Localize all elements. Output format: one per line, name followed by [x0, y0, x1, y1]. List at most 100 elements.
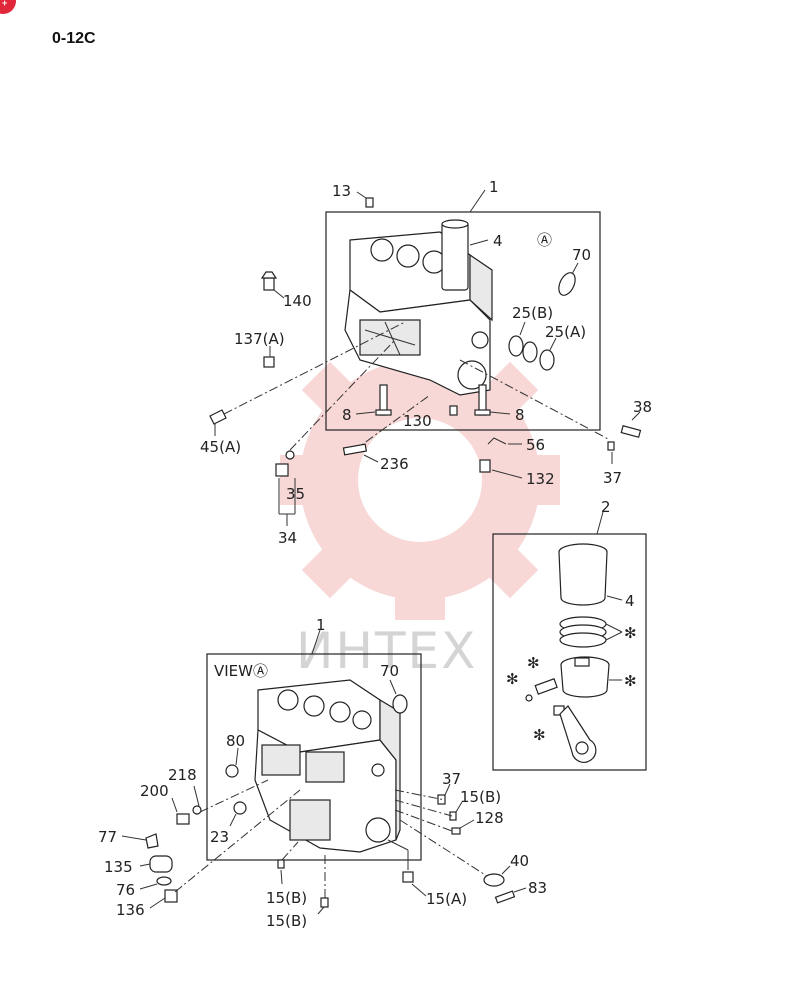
seal-25a [539, 349, 555, 371]
dashed-path-136 [174, 789, 301, 893]
piston-kit-frame [492, 533, 647, 771]
plug-137a [263, 356, 275, 368]
bolt-8-right-head [474, 409, 491, 416]
view-a-frame [206, 653, 422, 861]
o-ring-70-top [558, 272, 576, 296]
label-37-view: 37 [442, 770, 461, 788]
label-83: 83 [528, 879, 547, 897]
leader-132 [491, 469, 523, 479]
leader-8b [489, 411, 511, 415]
connecting-rod [559, 705, 597, 763]
fitting-140-head [260, 271, 278, 279]
fitting-77 [145, 833, 159, 849]
label-38: 38 [633, 398, 652, 416]
side-detail [364, 329, 416, 346]
washer-218 [192, 805, 202, 815]
label-8-left: 8 [342, 406, 352, 424]
snap-ring [525, 694, 533, 702]
liner-rim [441, 219, 469, 229]
leader-13 [356, 191, 367, 199]
leader-rings-a [605, 623, 623, 633]
watermark-gear-tooth [395, 580, 445, 620]
plug-136 [164, 889, 178, 903]
lower-panel [289, 799, 331, 841]
label-76: 76 [116, 881, 135, 899]
label-77: 77 [98, 828, 117, 846]
pin-38 [620, 425, 642, 438]
dashed-path-38 [459, 359, 611, 441]
washer-76 [156, 876, 172, 886]
star-rod: ✻ [533, 726, 546, 744]
leader-37b [444, 783, 451, 796]
label-218: 218 [168, 766, 197, 784]
label-136: 136 [116, 901, 145, 919]
crank-bore-view [365, 817, 391, 843]
pin-83 [494, 890, 516, 904]
cylinder-block-view-a [254, 679, 401, 853]
crank-bore [457, 360, 487, 390]
piston-pin [534, 678, 558, 695]
dashed-path-15b-a [281, 841, 299, 861]
dowel-15a [402, 871, 414, 883]
label-15b-a: 15(B) [266, 889, 307, 907]
watermark-gear-tooth [280, 455, 320, 505]
watermark-text: ИНТЕХ [296, 622, 477, 680]
dashed-path-236 [351, 394, 431, 453]
label-1-view: 1 [316, 616, 326, 634]
dashed-path-15b [394, 799, 453, 817]
label-34: 34 [278, 529, 297, 547]
label-23: 23 [210, 828, 229, 846]
badge-glyph: + [2, 0, 8, 8]
bore-view-1 [277, 689, 299, 711]
cylinder-block-frame-top [325, 211, 601, 431]
page-code: 0-12C [52, 30, 96, 47]
o-ring-70-view [392, 694, 408, 714]
label-25b: 25(B) [512, 304, 553, 322]
label-137a: 137(A) [234, 330, 285, 348]
star-snap-ring: ✻ [506, 670, 519, 688]
dashed-path-35 [289, 339, 396, 451]
label-view-a: VIEWⒶ [214, 662, 268, 680]
leader-80 [235, 747, 239, 766]
side-detail [384, 321, 401, 356]
side-panel-2 [305, 751, 345, 783]
pin-128 [451, 827, 461, 835]
leader-218 [193, 785, 200, 807]
dashed-path-200 [199, 779, 269, 813]
leader-40 [501, 865, 511, 875]
label-1-top: 1 [489, 178, 499, 196]
leader-25a [549, 337, 557, 351]
leader-4b [606, 595, 623, 601]
leader-236 [363, 454, 379, 463]
leader-15b-a [280, 869, 283, 885]
cylinder-liner-kit [558, 551, 608, 606]
washer-35 [285, 450, 295, 460]
star-rings: ✻ [624, 624, 637, 642]
label-80: 80 [226, 732, 245, 750]
leader-1a [469, 189, 486, 213]
drain-34 [275, 463, 289, 477]
plug-23 [233, 801, 247, 815]
star-piston: ✻ [624, 672, 637, 690]
piston-body [560, 664, 610, 698]
seal-25b-2 [522, 341, 538, 363]
bore-view-2 [303, 695, 325, 717]
leader-140 [273, 289, 285, 299]
bore-view-3 [329, 701, 351, 723]
label-128: 128 [475, 809, 504, 827]
bore-1 [370, 238, 394, 262]
pin-15b-b [320, 897, 329, 908]
pin-15b-side [449, 811, 457, 821]
label-15b-b: 15(B) [266, 912, 307, 930]
label-135: 135 [104, 858, 133, 876]
bore-view-4 [352, 710, 372, 730]
leader-path-15a [387, 839, 409, 851]
leader-1b [311, 629, 321, 655]
label-15a: 15(A) [426, 890, 467, 908]
leader-rings-b [605, 631, 623, 641]
fitting-45a [209, 409, 227, 425]
leader-15a [411, 883, 427, 897]
seal-25b-1 [508, 335, 524, 357]
label-45a: 45(A) [200, 438, 241, 456]
